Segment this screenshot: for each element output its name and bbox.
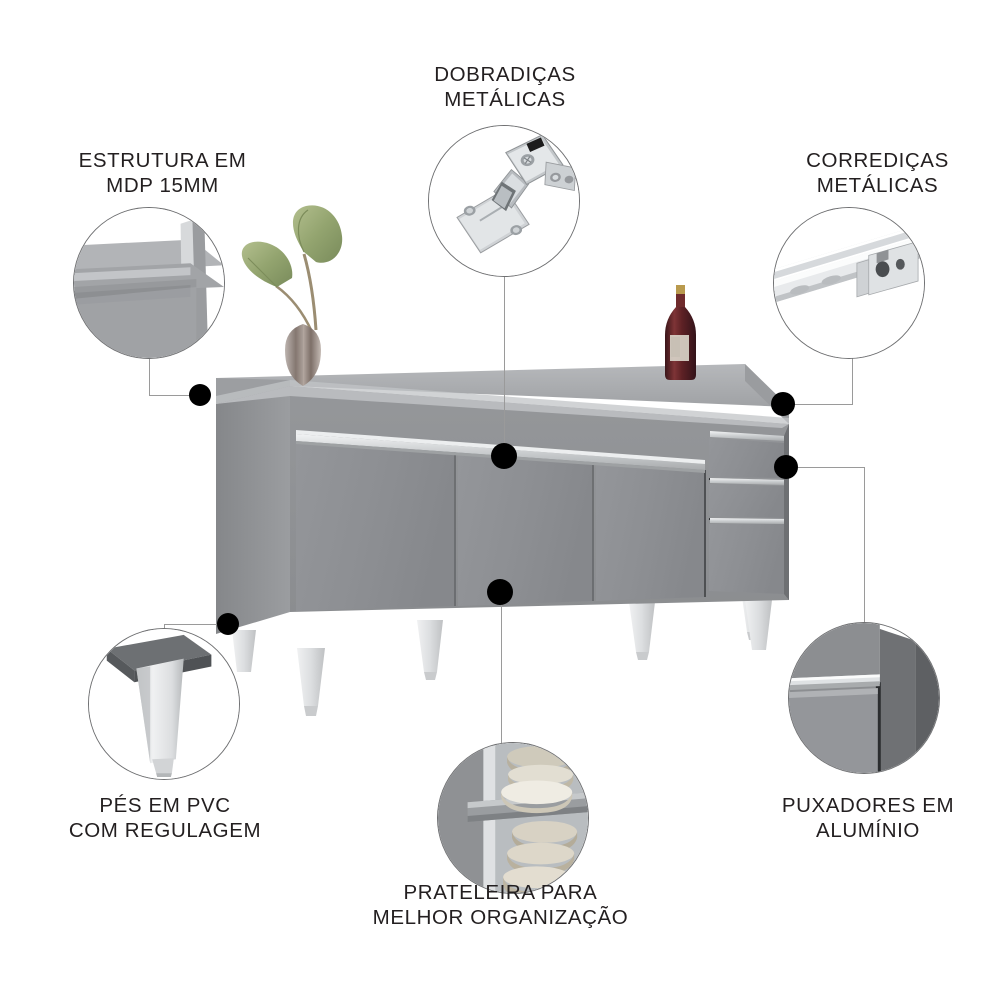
detail-circle-corredicas bbox=[773, 207, 925, 359]
pvc-leg-detail bbox=[89, 629, 239, 779]
label-prateleira: PRATELEIRA PARA MELHOR ORGANIZAÇÃO bbox=[372, 881, 629, 929]
vase bbox=[285, 324, 321, 386]
leaf-small bbox=[241, 241, 293, 287]
wine-bottle bbox=[665, 285, 696, 380]
leader-prateleira-v bbox=[501, 592, 502, 750]
plant-in-vase bbox=[241, 205, 343, 386]
handle-drawer-bottom bbox=[710, 518, 785, 524]
leader-estrutura-v bbox=[149, 358, 150, 396]
leader-puxadores-h bbox=[797, 467, 865, 468]
door-center bbox=[458, 452, 592, 606]
product-legs bbox=[232, 590, 772, 716]
leader-pes-h bbox=[164, 624, 218, 625]
dot-puxadores bbox=[774, 455, 798, 479]
label-estrutura: ESTRUTURA EM MDP 15MM bbox=[78, 149, 247, 197]
dot-pes bbox=[217, 613, 239, 635]
dot-corredicas bbox=[771, 392, 795, 416]
drawer-bottom bbox=[709, 524, 784, 594]
leader-puxadores-v bbox=[864, 467, 865, 633]
cabinet-top bbox=[216, 364, 789, 407]
drawer-top bbox=[709, 438, 784, 478]
cabinet-left-side bbox=[216, 386, 290, 634]
leader-dobradicas-v bbox=[504, 276, 505, 458]
leaf-large bbox=[292, 205, 343, 263]
dot-dobradicas bbox=[491, 443, 517, 469]
aluminium-handle-detail bbox=[789, 623, 939, 773]
leader-corredicas-h bbox=[794, 404, 853, 405]
detail-circle-estrutura bbox=[73, 207, 225, 359]
cabinet-doors bbox=[296, 440, 706, 611]
bowls-lower bbox=[503, 820, 578, 893]
drawer-middle bbox=[709, 484, 784, 518]
detail-circle-prateleira bbox=[437, 742, 589, 894]
panel-edge-detail bbox=[74, 208, 224, 358]
door-right bbox=[596, 462, 704, 601]
detail-circle-dobradicas bbox=[428, 125, 580, 277]
detail-circle-puxadores bbox=[788, 622, 940, 774]
detail-circle-pes bbox=[88, 628, 240, 780]
hinge-detail bbox=[429, 126, 579, 276]
cabinet-drawers bbox=[708, 438, 785, 594]
dot-prateleira bbox=[487, 579, 513, 605]
leader-estrutura-h bbox=[149, 395, 201, 396]
door-left bbox=[296, 440, 454, 611]
handle-drawer-top bbox=[710, 431, 785, 441]
handle-drawer-middle bbox=[710, 478, 785, 485]
drawer-slide-detail bbox=[774, 208, 924, 358]
bowls-upper bbox=[501, 745, 575, 814]
label-puxadores: PUXADORES EM ALUMÍNIO bbox=[781, 794, 955, 842]
label-dobradicas: DOBRADIÇAS METÁLICAS bbox=[434, 63, 576, 111]
dot-estrutura bbox=[189, 384, 211, 406]
leader-corredicas-v bbox=[852, 358, 853, 404]
shelf-with-bowls-detail bbox=[438, 743, 588, 893]
label-pes: PÉS EM PVC COM REGULAGEM bbox=[68, 794, 262, 842]
label-corredicas: CORREDIÇAS METÁLICAS bbox=[806, 149, 949, 197]
